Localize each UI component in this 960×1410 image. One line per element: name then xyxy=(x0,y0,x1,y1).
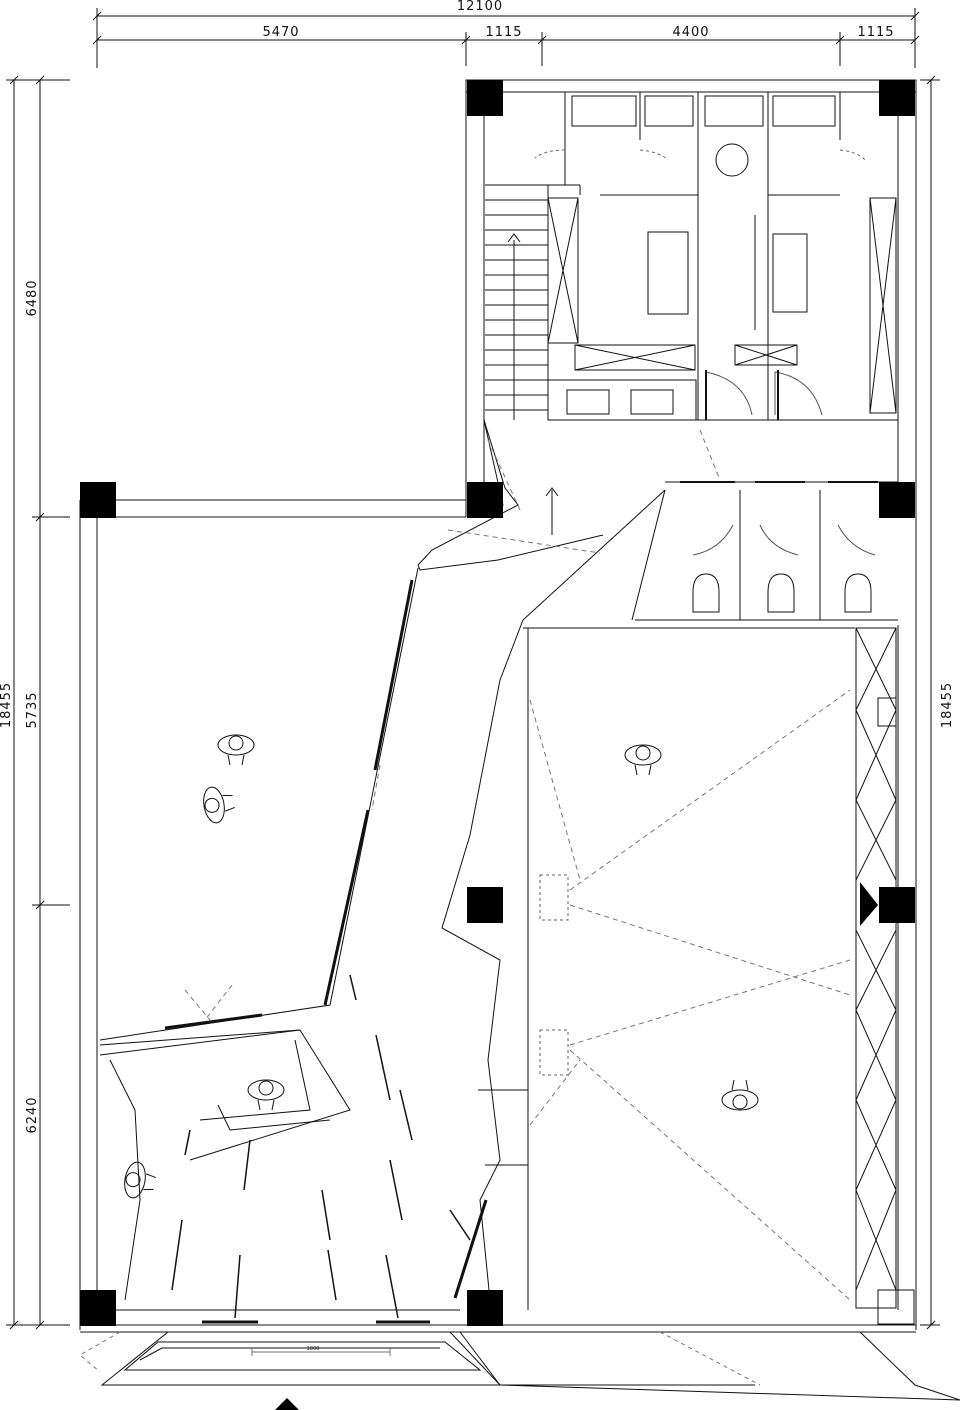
dim-left-seg-1: 6480 xyxy=(25,279,40,316)
right-dimension-lines xyxy=(920,75,940,1330)
floor-light-strips xyxy=(171,974,471,1319)
projection-lines xyxy=(184,429,851,1301)
entrance-width-label: 1800 xyxy=(307,1346,320,1352)
structural-columns xyxy=(80,80,915,1326)
dim-top-seg-3: 4400 xyxy=(672,25,709,40)
lower-wc-stalls xyxy=(635,481,898,621)
corridor-walls xyxy=(99,419,855,1310)
entrance-steps xyxy=(79,1331,960,1401)
dim-top-seg-1: 5470 xyxy=(262,25,299,40)
storage-strip xyxy=(855,627,915,1325)
dim-left-seg-3: 6240 xyxy=(25,1096,40,1133)
person-figures xyxy=(124,734,759,1199)
glass-partitions xyxy=(164,579,488,1324)
staircase xyxy=(485,184,581,420)
left-dimension-lines xyxy=(6,75,70,1330)
entrance-arrow-icon xyxy=(275,1398,299,1410)
up-arrow-icon xyxy=(545,487,559,535)
dim-top-total: 12100 xyxy=(457,0,503,14)
dim-left-total: 18455 xyxy=(0,682,14,728)
dim-top-seg-2: 1115 xyxy=(485,25,522,40)
exterior-walls xyxy=(79,79,917,1333)
dim-top-seg-4: 1115 xyxy=(857,25,894,40)
dim-left-seg-2: 5735 xyxy=(25,691,40,728)
upper-washrooms xyxy=(534,92,898,421)
dim-right-total: 18455 xyxy=(940,682,955,728)
top-dimension-lines xyxy=(92,8,920,68)
projectors xyxy=(539,874,569,1076)
